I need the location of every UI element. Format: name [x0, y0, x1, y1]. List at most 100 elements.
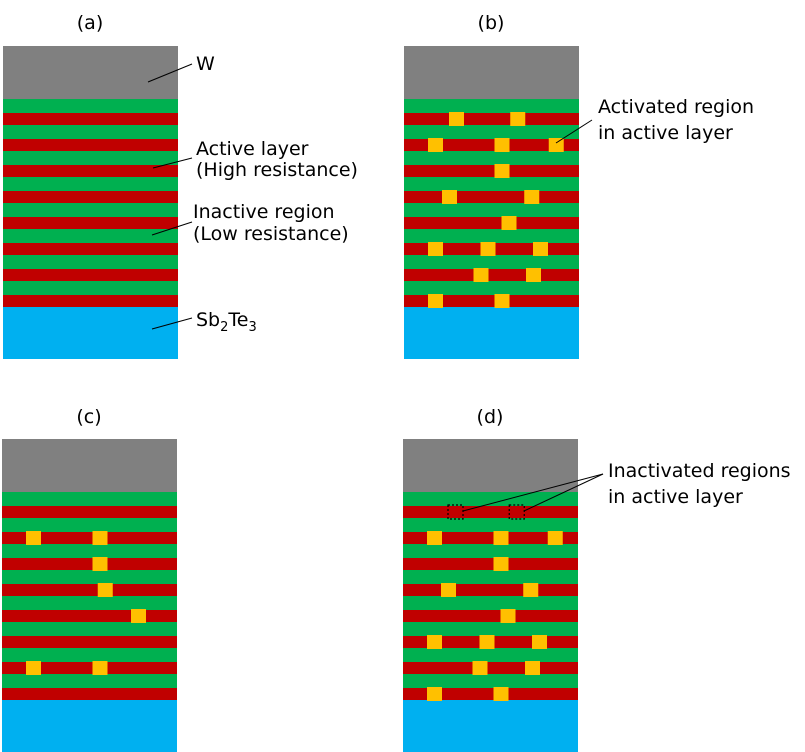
inactive-layer [3, 177, 178, 191]
label-active-layer: Active layer [196, 138, 309, 160]
activated-region [92, 661, 108, 675]
panel-label-c: (c) [76, 406, 101, 428]
active-layer [2, 688, 177, 700]
active-layer [403, 610, 578, 622]
active-layer [2, 584, 177, 596]
label-W: W [196, 53, 215, 75]
tungsten-electrode [3, 46, 178, 99]
panel-c: (c) [2, 406, 177, 752]
activated-region [494, 294, 510, 308]
label-inactive-region: Inactive region [193, 201, 335, 223]
sb2te3-electrode [2, 700, 177, 752]
activated-region [427, 687, 442, 701]
activated-region [525, 661, 540, 675]
activated-region [510, 112, 526, 126]
inactive-layer [404, 229, 579, 243]
active-layer [3, 243, 178, 255]
activated-region [479, 635, 495, 649]
activated-region [532, 635, 547, 649]
annotation-inactivated-regions: Inactivated regions in active layer [462, 460, 791, 512]
inactive-layer [403, 596, 578, 610]
inactive-layer [2, 596, 177, 610]
active-layer [2, 506, 177, 518]
activated-region [473, 268, 489, 282]
inactive-layer [3, 151, 178, 165]
activated-region [493, 557, 509, 571]
inactive-layer [3, 125, 178, 139]
panel-label-d: (d) [477, 406, 504, 428]
active-layer [3, 191, 178, 203]
inactive-layer [403, 570, 578, 584]
annotation-inactive-region: Inactive region (Low resistance) [151, 201, 349, 245]
active-layer [403, 688, 578, 700]
active-layer [3, 165, 178, 177]
activated-region [441, 583, 456, 597]
active-layer [2, 662, 177, 674]
active-layer [403, 558, 578, 570]
annotation-active-layer: Active layer (High resistance) [152, 138, 358, 181]
active-layer [403, 584, 578, 596]
inactive-layer [404, 99, 579, 113]
activated-region [526, 268, 541, 282]
inactive-layer [403, 622, 578, 636]
sb2te3-electrode [404, 307, 579, 359]
inactive-layer [2, 518, 177, 532]
active-layer [3, 269, 178, 281]
activated-region [428, 242, 443, 256]
active-layer [2, 558, 177, 570]
label-sb2te3: Sb2Te3 [196, 309, 257, 335]
inactive-layer [2, 570, 177, 584]
inactive-layer [404, 255, 579, 269]
activated-region [92, 531, 108, 545]
sb2te3-electrode [3, 307, 178, 359]
active-layer [3, 139, 178, 151]
active-layer [3, 113, 178, 125]
panel-label-a: (a) [77, 12, 103, 34]
active-layer [404, 139, 579, 151]
inactive-layer [2, 674, 177, 688]
inactive-layer [2, 544, 177, 558]
inactive-layer [404, 125, 579, 139]
inactive-layer [2, 648, 177, 662]
active-layer [404, 191, 579, 203]
active-layer [404, 295, 579, 307]
label-activated-region: Activated region [598, 96, 754, 118]
label-inactivated-regions: Inactivated regions [608, 460, 791, 482]
activated-region [472, 661, 488, 675]
active-layer [404, 165, 579, 177]
activated-region [523, 583, 539, 597]
active-layer [403, 662, 578, 674]
activated-region [92, 557, 108, 571]
inactive-layer [403, 648, 578, 662]
active-layer [2, 636, 177, 648]
activated-region [97, 583, 113, 597]
activated-region [493, 687, 509, 701]
panel-label-b: (b) [478, 12, 505, 34]
inactive-layer [3, 203, 178, 217]
activated-region [494, 138, 510, 152]
activated-region [494, 164, 510, 178]
activated-region [449, 112, 464, 126]
active-layer [3, 295, 178, 307]
activated-region [493, 531, 509, 545]
inactive-layer [404, 177, 579, 191]
label-low-resistance: (Low resistance) [193, 223, 349, 245]
inactive-layer [403, 518, 578, 532]
active-layer [404, 217, 579, 229]
activated-region [547, 531, 563, 545]
inactive-layer [2, 492, 177, 506]
label-inactivated-regions-2: in active layer [608, 486, 743, 508]
activated-region [428, 138, 443, 152]
activated-region [26, 661, 41, 675]
annotation-W: W [147, 53, 215, 83]
activated-region [480, 242, 496, 256]
active-layer [404, 269, 579, 281]
inactive-layer [3, 229, 178, 243]
annotation-sb2te3: Sb2Te3 [151, 309, 257, 335]
annotation-activated-region: Activated region in active layer [555, 96, 754, 144]
inactive-layer [2, 622, 177, 636]
activated-region [427, 531, 442, 545]
active-layer [2, 532, 177, 544]
panel-a: (a) [3, 12, 178, 359]
activated-region [131, 609, 146, 623]
